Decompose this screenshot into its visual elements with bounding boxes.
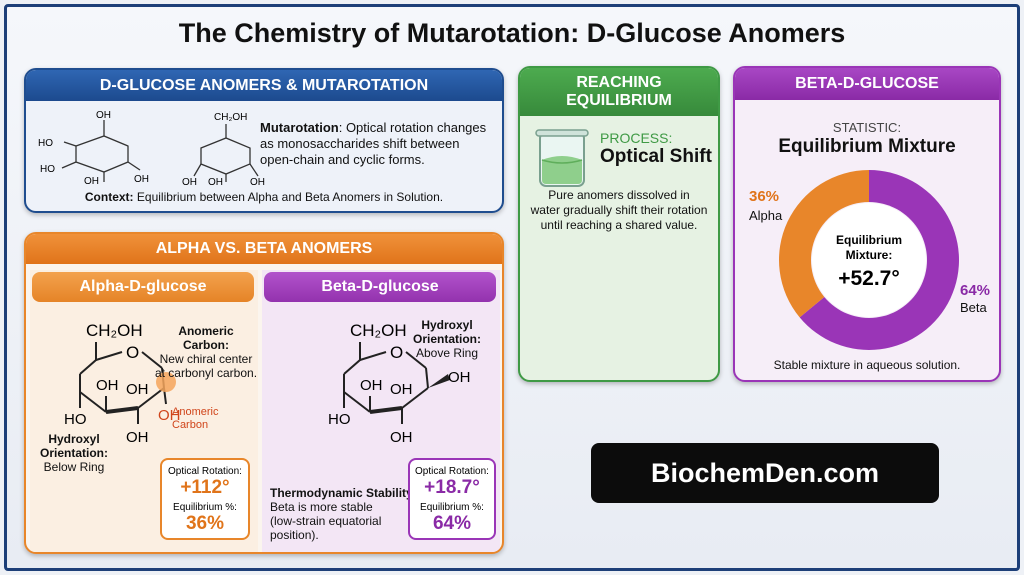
alpha-equilibrium-value: 36%: [185, 513, 225, 534]
ring-oh-label: OH: [96, 110, 111, 121]
mutarotation-line: open-chain and cyclic forms.: [260, 152, 425, 167]
anomers-mutarotation-panel: D-GLUCOSE ANOMERS & MUTAROTATION OH HO H…: [24, 68, 504, 213]
alpha-anomeric-oh-label: OH: [158, 407, 181, 424]
alpha-percent: 36%: [749, 188, 780, 205]
beta-oh-label: OH: [360, 377, 383, 394]
equilibrium-donut-chart: Equilibrium Mixture: +52.7°: [779, 170, 959, 350]
equilibrium-label: Equilibrium %:: [420, 502, 484, 513]
alpha-ring-oxygen: O: [126, 343, 139, 362]
alpha-oh-label: OH: [96, 377, 119, 394]
alpha-glucose-structure: CH₂OH O OH OH HO OH OH: [64, 321, 181, 446]
rotation-label: Optical Rotation:: [415, 466, 489, 477]
alpha-vs-beta-panel: ALPHA VS. BETA ANOMERS Alpha-D-glucose B…: [24, 232, 504, 554]
process-title: Optical Shift: [600, 146, 712, 167]
rotation-label: Optical Rotation:: [168, 466, 242, 477]
alpha-ho-label: HO: [64, 411, 87, 428]
donut-center-value: +52.7°: [838, 267, 900, 290]
panel-header: D-GLUCOSE ANOMERS & MUTAROTATION: [26, 70, 502, 101]
donut-center-line: Mixture:: [846, 248, 893, 262]
context-note: Context: Equilibrium between Alpha and B…: [26, 190, 502, 204]
beta-ch2oh-label: CH₂OH: [350, 321, 407, 340]
ring-oh-label: OH: [250, 177, 265, 186]
ring-oh-label: OH: [208, 177, 223, 186]
process-description: Pure anomers dissolved in water graduall…: [530, 188, 708, 232]
page-title: The Chemistry of Mutarotation: D-Glucose…: [178, 18, 846, 48]
mutarotation-term: Mutarotation: [260, 120, 339, 135]
panel-header: BETA-D-GLUCOSE: [735, 68, 999, 100]
beta-ho-label: HO: [328, 411, 351, 428]
beta-rotation-box: Optical Rotation: +18.7° Equilibrium %: …: [408, 458, 496, 540]
beta-glucose-statistic-panel: BETA-D-GLUCOSE STATISTIC: Equilibrium Mi…: [733, 66, 1001, 382]
alpha-tab: Alpha-D-glucose: [32, 272, 254, 302]
statistic-label: STATISTIC:: [832, 120, 902, 135]
ring-oh-label: OH: [134, 174, 149, 185]
alpha-label: Alpha: [749, 208, 783, 223]
donut-alpha-segment: [779, 170, 869, 318]
mutarotation-definition: Mutarotation: Optical rotation changes a…: [260, 120, 486, 168]
beaker-icon: [535, 129, 589, 187]
ring-ho-label: HO: [38, 138, 53, 149]
ring-ch2oh-label: CH₂OH: [214, 112, 247, 123]
beta-percent: 64%: [960, 282, 991, 299]
donut-beta-segment: [799, 170, 959, 350]
alpha-ch2oh-label: CH₂OH: [86, 321, 143, 340]
donut-hole: [812, 203, 926, 317]
alpha-oh-label: OH: [126, 429, 149, 446]
beta-oh-label: OH: [390, 429, 413, 446]
thermodynamic-stability-note: Thermodynamic Stability: Beta is more st…: [270, 486, 417, 542]
ring-ho-label: HO: [40, 164, 55, 175]
ring-oh-label: OH: [84, 176, 99, 186]
small-ring-structures: OH HO HO OH OH CH₂OH OH OH OH: [38, 110, 265, 186]
alpha-rotation-value: +112°: [180, 477, 230, 498]
mutarotation-line: as monosaccharides shift between: [260, 136, 460, 151]
beta-label: Beta: [960, 300, 987, 315]
beta-oh-label: OH: [390, 381, 413, 398]
beta-rotation-value: +18.7°: [424, 477, 480, 498]
donut-center-line: Equilibrium: [836, 233, 902, 247]
panel-header: ALPHA VS. BETA ANOMERS: [26, 234, 502, 264]
process-label: PROCESS:: [600, 130, 673, 146]
beta-glucose-structure: CH₂OH O OH OH OH HO OH: [328, 321, 471, 446]
beta-equilibrium-value: 64%: [432, 513, 472, 534]
beta-ring-oxygen: O: [390, 343, 403, 362]
alpha-rotation-box: Optical Rotation: +112° Equilibrium %: 3…: [160, 458, 250, 540]
donut-footer: Stable mixture in aqueous solution.: [773, 358, 961, 372]
equilibrium-label: Equilibrium %:: [173, 502, 237, 513]
beta-anomeric-oh-label: OH: [448, 369, 471, 386]
brand-banner: BiochemDen.com: [591, 443, 939, 503]
statistic-title: Equilibrium Mixture: [778, 136, 956, 157]
context-term: Context:: [84, 190, 134, 204]
mutarotation-line: : Optical rotation changes: [338, 120, 487, 135]
context-text: Equilibrium between Alpha and Beta Anome…: [133, 190, 444, 204]
beta-hydroxyl-note: Hydroxyl Orientation: Above Ring: [413, 318, 481, 360]
alpha-oh-label: OH: [126, 381, 149, 398]
beta-tab: Beta-D-glucose: [264, 272, 496, 302]
anomeric-carbon-note: Anomeric Carbon: New chiral center at ca…: [154, 324, 258, 380]
alpha-hydroxyl-note: Hydroxyl Orientation: Below Ring: [40, 432, 108, 474]
ring-oh-label: OH: [182, 177, 197, 186]
